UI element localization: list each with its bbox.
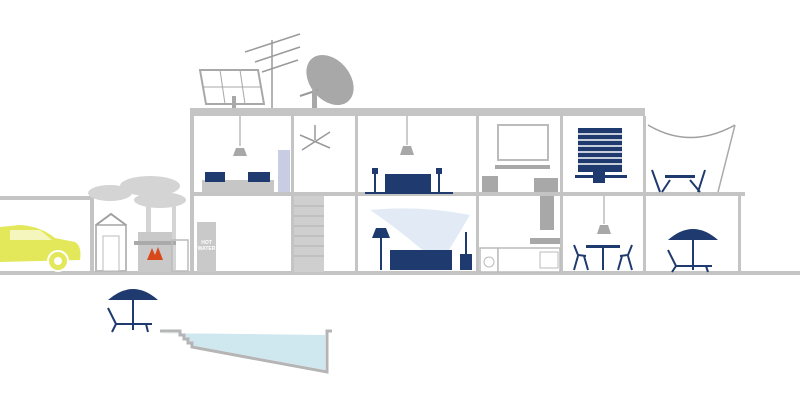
patio-umbrella-lounger bbox=[667, 229, 718, 273]
satellite-dish bbox=[299, 54, 354, 108]
hot-water-label-line2: WATER bbox=[198, 246, 216, 252]
garage bbox=[0, 196, 94, 272]
pool-umbrella-lounger bbox=[107, 289, 158, 333]
living-room-upper bbox=[365, 116, 453, 194]
kitchen bbox=[479, 238, 561, 273]
outdoor-fireplace bbox=[134, 232, 189, 272]
garden-gate bbox=[95, 212, 127, 272]
bathroom bbox=[482, 124, 558, 230]
solar-panel bbox=[198, 69, 266, 108]
palm-trees bbox=[88, 176, 186, 270]
car bbox=[0, 225, 81, 272]
hot-water-label-line1: HOT bbox=[201, 240, 212, 246]
swimming-pool bbox=[160, 329, 332, 374]
bedroom-upper bbox=[202, 116, 290, 192]
living-room-ground bbox=[370, 208, 472, 270]
staircase bbox=[294, 196, 324, 272]
study bbox=[575, 128, 627, 183]
landing-chandelier bbox=[299, 125, 331, 151]
dining-area bbox=[573, 196, 633, 271]
terrace-upper bbox=[647, 124, 736, 193]
hot-water-tank: HOT WATER bbox=[197, 222, 216, 272]
ground-line bbox=[0, 271, 800, 275]
tv-antenna bbox=[244, 33, 301, 108]
